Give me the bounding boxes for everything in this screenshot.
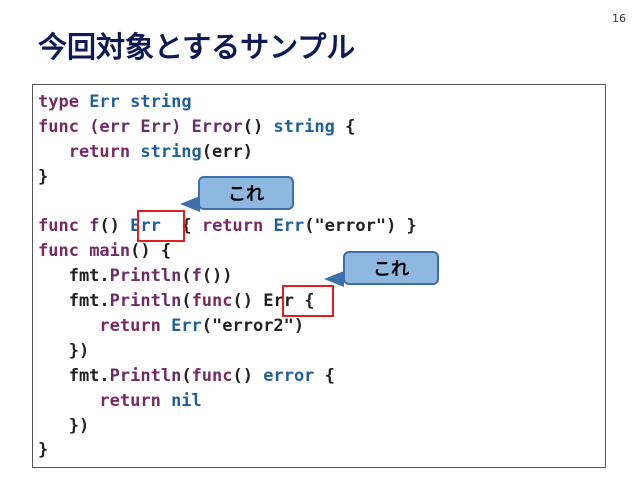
code-token: Err xyxy=(89,92,131,112)
callout-2-pointer xyxy=(324,271,344,287)
code-token: () xyxy=(242,116,274,137)
code-token: { xyxy=(324,365,335,386)
code-token: } xyxy=(38,440,49,461)
code-token: () xyxy=(99,216,131,237)
code-token: } xyxy=(38,166,49,187)
code-line: type Err string xyxy=(38,90,417,115)
highlight-box-func-literal-return-type xyxy=(282,285,334,317)
code-token: fmt. xyxy=(38,365,110,386)
code-token: Println xyxy=(109,291,182,312)
code-line: fmt.Println(func() error { xyxy=(38,364,417,389)
code-token: fmt. xyxy=(38,291,110,312)
code-token: }) xyxy=(38,415,90,436)
code-line: return nil xyxy=(38,389,417,414)
code-line: fmt.Println(f()) xyxy=(38,264,417,289)
code-line: }) xyxy=(38,339,417,364)
code-token: error xyxy=(263,365,325,386)
code-token: string xyxy=(140,141,202,162)
code-token: nil xyxy=(171,390,202,411)
code-token: Err xyxy=(263,291,294,312)
code-token: func xyxy=(191,291,233,312)
code-line: } xyxy=(38,438,417,463)
code-token: Err xyxy=(273,216,305,237)
code-line: func f() Err { return Err("error") } xyxy=(38,214,417,239)
code-line: func main() { xyxy=(38,239,417,264)
code-line: return Err("error2") xyxy=(38,314,417,339)
callout-2: これ xyxy=(343,251,439,285)
code-token: Err xyxy=(171,316,202,337)
code-token: Error xyxy=(191,116,243,137)
code-token: ("error") } xyxy=(304,216,417,237)
code-line: fmt.Println(func() Err { xyxy=(38,289,417,314)
code-line: } xyxy=(38,165,417,190)
code-token: return xyxy=(38,141,141,162)
code-token: }) xyxy=(38,340,90,361)
code-token: () { xyxy=(130,241,172,262)
highlight-box-f-return-type xyxy=(137,210,185,242)
code-token: func xyxy=(38,216,90,237)
callout-1: これ xyxy=(198,176,294,210)
code-token: { xyxy=(345,116,356,137)
code-token: func xyxy=(191,365,233,386)
code-token: { xyxy=(160,216,202,237)
code-token: f xyxy=(191,266,202,287)
code-token: f xyxy=(89,216,100,237)
code-line: func (err Err) Error() string { xyxy=(38,115,417,140)
code-token: string xyxy=(130,92,192,112)
code-token: () xyxy=(232,291,264,312)
code-box xyxy=(32,84,606,468)
callout-1-pointer xyxy=(180,196,200,212)
code-token: Println xyxy=(109,365,182,386)
code-token: return xyxy=(38,316,172,337)
code-token: main xyxy=(89,241,131,262)
code-token: ("error2") xyxy=(201,316,305,337)
code-token: (err) xyxy=(201,141,253,162)
code-token: ( xyxy=(181,365,192,386)
code-token: { xyxy=(293,291,315,312)
code-token: func xyxy=(38,241,90,262)
code-token: return xyxy=(201,216,274,237)
slide-title: 今回対象とするサンプル xyxy=(38,30,356,64)
code-token: return xyxy=(38,390,172,411)
code-token: (err Err) xyxy=(89,116,192,137)
code-token: ( xyxy=(181,266,192,287)
code-line: }) xyxy=(38,414,417,439)
code-token: string xyxy=(273,116,346,137)
code-token: type xyxy=(38,92,90,112)
code-token: Println xyxy=(109,266,182,287)
page-number: 16 xyxy=(612,12,626,25)
code-token: fmt. xyxy=(38,266,110,287)
code-token: ()) xyxy=(201,266,233,287)
code-token: ( xyxy=(181,291,192,312)
code-token: () xyxy=(232,365,264,386)
code-token: func xyxy=(38,116,90,137)
code-line: return string(err) xyxy=(38,140,417,165)
